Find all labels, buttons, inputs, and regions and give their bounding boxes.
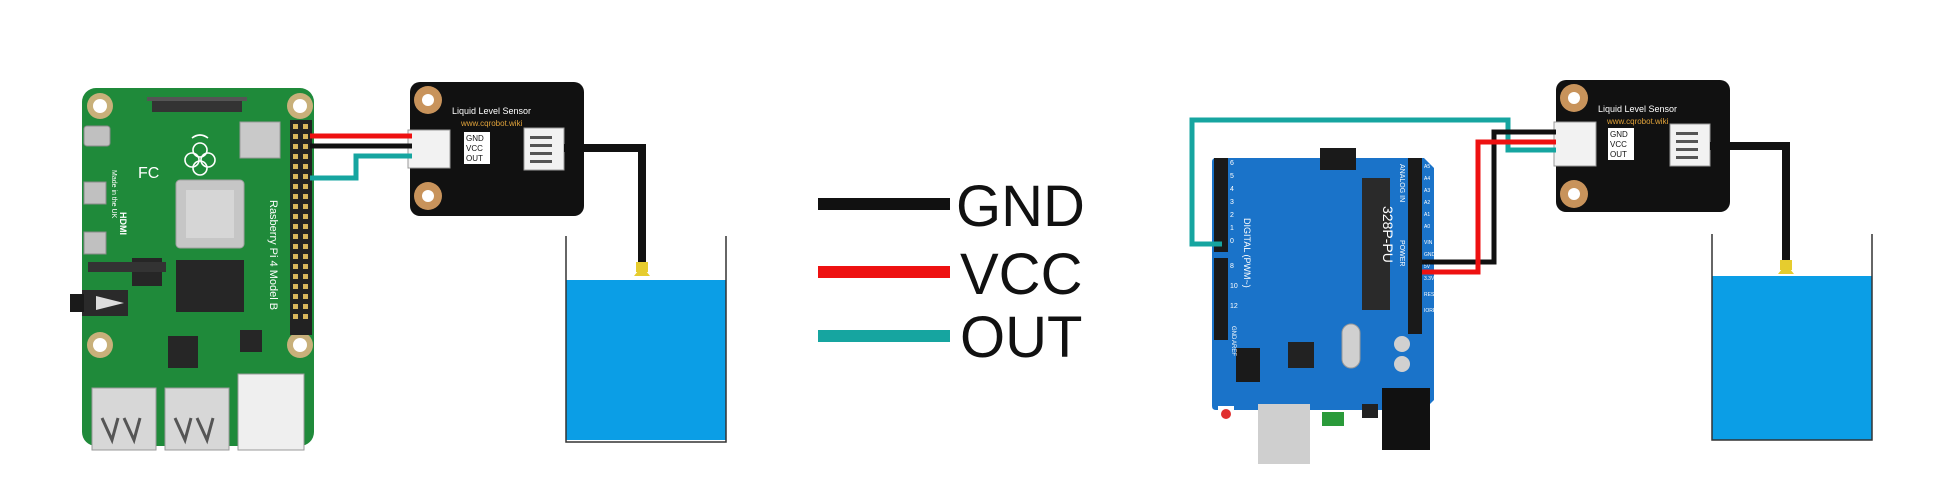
right-sensor-pin-gnd: GND [1610, 130, 1628, 139]
right-sensor-url: www.cqrobot.wiki [1606, 117, 1669, 126]
arduino-digital-pin: 4 [1230, 186, 1234, 193]
right-water-container [1711, 234, 1873, 441]
arduino-board: 328P-PU DIGITAL (PWM~) ANALOG IN POWER A… [1212, 148, 1441, 464]
arduino-digital-pin: 2 [1230, 212, 1234, 219]
left-wiring [310, 133, 412, 181]
raspberry-logo-icon [184, 134, 216, 176]
arduino-chip-label: 328P-PU [1380, 206, 1396, 263]
left-sensor-pin-gnd: GND [466, 134, 484, 143]
arduino-power-pin: RESET [1424, 292, 1441, 298]
arduino-analog-pin: A2 [1424, 200, 1430, 206]
arduino-power-pin: IOREF [1424, 308, 1439, 314]
right-sensor-title: Liquid Level Sensor [1598, 104, 1677, 114]
right-wire-vcc [1422, 139, 1556, 275]
left-probe-cable [564, 144, 646, 264]
arduino-digital-pin: 6 [1230, 160, 1234, 167]
left-sensor-pin-vcc: VCC [466, 144, 483, 153]
left-wire-out [310, 153, 412, 181]
left-sensor-url: www.cqrobot.wiki [460, 119, 523, 128]
arduino-analog-pin: A0 [1424, 224, 1430, 230]
left-sensor-pin-out: OUT [466, 154, 483, 163]
legend-label-gnd: GND [956, 174, 1085, 239]
arduino-analog-pin: A1 [1424, 212, 1430, 218]
right-wiring [1189, 117, 1556, 275]
arduino-digital-label: DIGITAL (PWM~) [1242, 218, 1252, 288]
pi-hdmi-label: HDMI [118, 212, 128, 235]
arduino-digital-pin: 0 [1230, 238, 1234, 245]
legend-label-vcc: VCC [960, 242, 1082, 307]
pi-made-in-label: Made in the UK [110, 170, 117, 219]
arduino-digital-pin: 12 [1230, 303, 1238, 310]
legend-swatch-out [818, 330, 950, 342]
arduino-analog-pin: A3 [1424, 188, 1430, 194]
arduino-power-label: POWER [1398, 240, 1405, 266]
left-water-container [565, 236, 727, 443]
raspberry-pi-board: Rasberry Pi 4 Model B Made in the UK HDM… [70, 88, 314, 451]
right-liquid-level-sensor: Liquid Level Sensor www.cqrobot.wiki GND… [1553, 80, 1730, 212]
arduino-power-pin: GND [1424, 252, 1436, 258]
right-wire-out [1189, 117, 1556, 247]
right-sensor-pin-vcc: VCC [1610, 140, 1627, 149]
pi-fc-label: FC [138, 165, 159, 182]
pi-model-label: Rasberry Pi 4 Model B [267, 200, 279, 310]
arduino-analog-pin: A4 [1424, 176, 1430, 182]
legend-swatch-gnd [818, 198, 950, 210]
arduino-analog-label: ANALOG IN [1398, 164, 1405, 202]
arduino-power-pin: 3.3V [1424, 276, 1435, 282]
arduino-aref-label: AREF [1230, 340, 1236, 356]
arduino-power-pin: 5V [1424, 264, 1431, 270]
arduino-digital-pin: 5 [1230, 173, 1234, 180]
arduino-power-pin: VIN [1424, 240, 1433, 246]
arduino-digital-pin: 3 [1230, 199, 1234, 206]
arduino-gnd-label: GND [1230, 326, 1236, 340]
wire-legend: GND VCC OUT [818, 174, 1085, 370]
left-sensor-title: Liquid Level Sensor [452, 106, 531, 116]
right-wire-gnd [1422, 129, 1556, 265]
legend-label-out: OUT [960, 305, 1082, 370]
arduino-digital-pin: 1 [1230, 225, 1234, 232]
arduino-analog-pin: A5 [1424, 164, 1430, 170]
arduino-digital-pin: 8 [1230, 263, 1234, 270]
left-liquid-level-sensor: Liquid Level Sensor www.cqrobot.wiki GND… [407, 82, 584, 216]
right-sensor-pin-out: OUT [1610, 150, 1627, 159]
right-probe-cable [1710, 142, 1790, 262]
legend-swatch-vcc [818, 266, 950, 278]
arduino-digital-pin: 10 [1230, 283, 1238, 290]
